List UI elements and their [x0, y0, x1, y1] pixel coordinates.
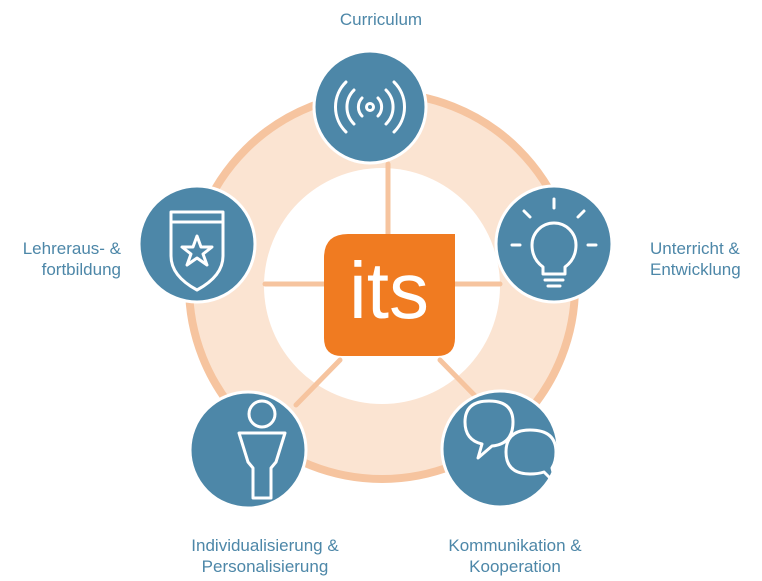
center-logo-text: its	[349, 246, 429, 335]
label-curriculum: Curriculum	[0, 9, 762, 30]
label-unterricht-line-2: Entwicklung	[650, 260, 741, 279]
person-icon	[237, 399, 287, 500]
speech-bubbles-icon	[463, 399, 558, 486]
label-lehrer: Lehreraus- & fortbildung	[23, 238, 121, 280]
connector-individual	[293, 357, 343, 408]
label-lehrer-line-2: fortbildung	[41, 260, 121, 279]
label-unterricht-line-1: Unterricht &	[650, 239, 740, 258]
label-lehrer-line-1: Lehreraus- &	[22, 239, 121, 258]
label-unterricht: Unterricht & Entwicklung	[650, 238, 741, 280]
label-individual-line-1: Individualisierung &	[191, 536, 339, 555]
node-lehrer	[137, 184, 257, 304]
label-kommunikation: Kommunikation & Kooperation	[370, 535, 660, 577]
label-individual: Individualisierung & Personalisierung	[120, 535, 410, 577]
center-logo-tile	[324, 234, 455, 356]
node-unterricht	[494, 184, 614, 304]
node-kommunikation	[440, 389, 560, 509]
label-kommunikation-line-1: Kommunikation &	[448, 536, 582, 555]
node-curriculum	[312, 49, 428, 165]
label-individual-line-2: Personalisierung	[201, 557, 329, 576]
node-individual	[188, 390, 308, 510]
broadcast-signal-icon	[333, 80, 407, 134]
center-logo: its	[324, 234, 455, 356]
label-curriculum-line-1: Curriculum	[339, 10, 423, 29]
label-kommunikation-line-2: Kooperation	[469, 557, 561, 576]
lightbulb-icon	[510, 197, 598, 288]
shield-star-icon	[169, 210, 225, 292]
